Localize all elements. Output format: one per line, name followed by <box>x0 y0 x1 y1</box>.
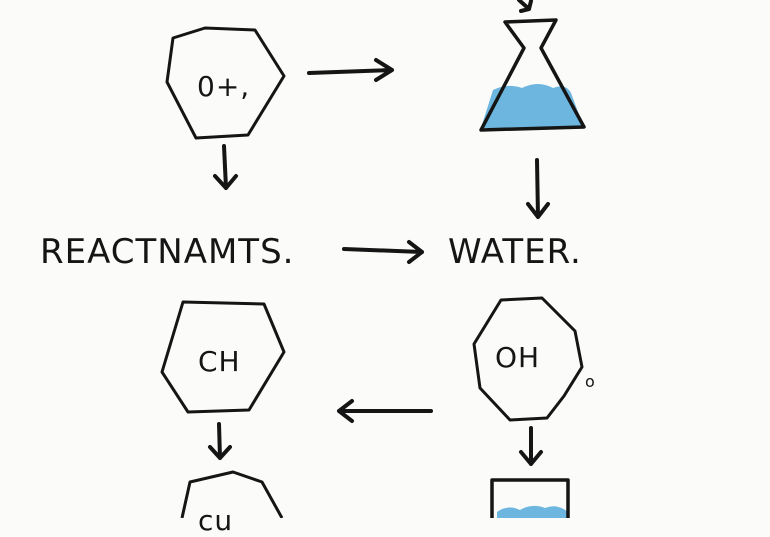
oh-node-text: OH <box>495 341 541 374</box>
arrow-down-top-left <box>213 144 238 190</box>
arrow-down-flask <box>526 158 550 219</box>
flask-water <box>481 84 584 128</box>
top-left-node-text: 0+, <box>197 70 251 103</box>
arrow-reactants-to-water <box>342 240 424 264</box>
oh-subscript: o <box>585 372 596 391</box>
reactants-label: REACTNAMTS. <box>40 232 295 272</box>
oh-node <box>472 296 584 422</box>
bottom-partial-hexagon <box>180 470 284 518</box>
bottom-beaker-outline <box>490 478 570 518</box>
ch-hexagon <box>160 300 286 414</box>
arrow-down-ch <box>208 422 232 460</box>
arrow-right-to-left <box>337 399 433 423</box>
arrow-into-flask <box>517 0 533 13</box>
reaction-diagram <box>160 0 586 518</box>
bottom-beaker-water <box>497 505 568 518</box>
top-left-hexagon <box>165 26 286 140</box>
water-label: WATER. <box>448 232 582 272</box>
flask-outline <box>479 18 586 132</box>
arrow-top-right <box>307 58 394 82</box>
arrow-down-oh <box>519 426 543 466</box>
bottom-partial-node-text: cu <box>198 504 234 537</box>
ch-node-text: CH <box>198 345 241 378</box>
